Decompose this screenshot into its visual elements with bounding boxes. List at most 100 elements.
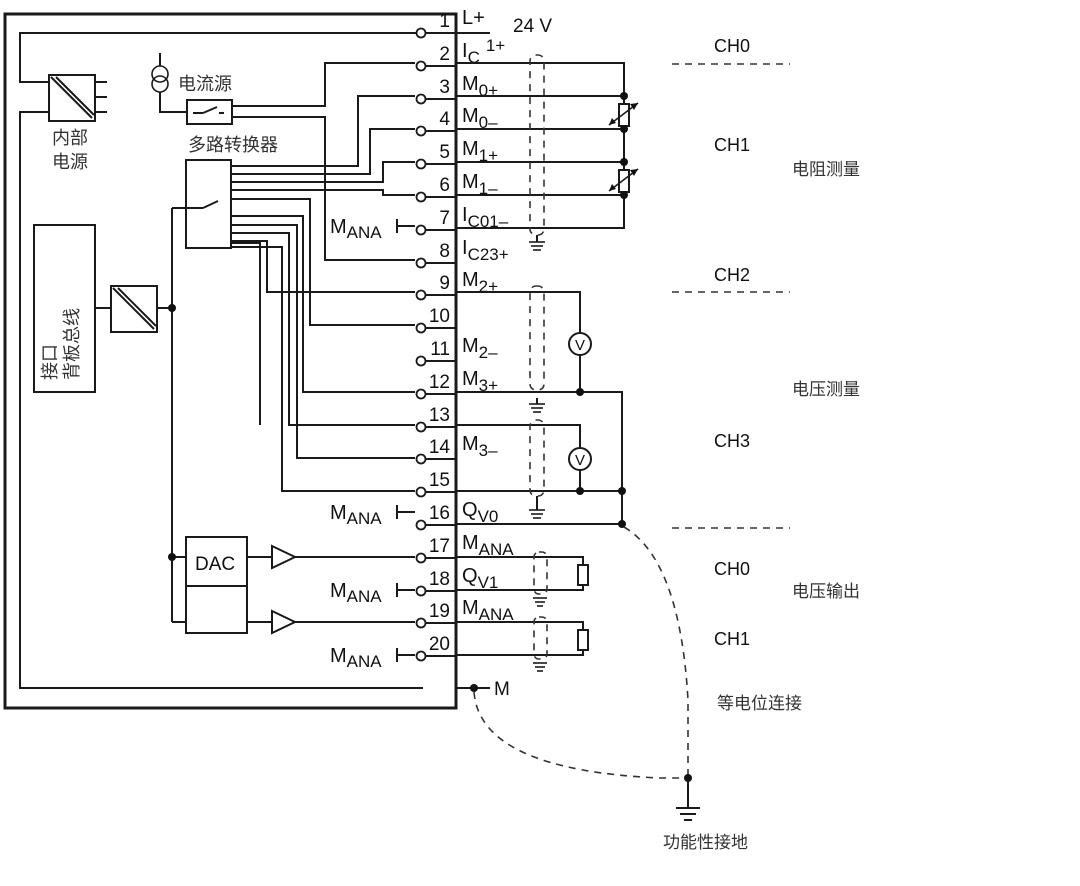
terminal-screw-16 xyxy=(415,519,427,531)
ground-icon xyxy=(533,597,547,607)
terminal-number: 11 xyxy=(430,339,450,360)
terminal-screw-17 xyxy=(415,552,427,564)
terminal-signal-label: M3– xyxy=(462,433,498,460)
terminal-number: 1 xyxy=(439,11,450,32)
terminal-screw-5 xyxy=(415,158,427,170)
mux-switch-icon xyxy=(202,200,219,209)
mana-label-15: MANA xyxy=(330,502,382,528)
terminal-screw-20 xyxy=(415,650,427,662)
terminal-screw-2 xyxy=(415,60,427,72)
terminal-screw-1 xyxy=(415,27,427,39)
current-source-label: 电流源 xyxy=(178,74,232,95)
channel-label-volt-ch3: CH3 xyxy=(714,431,750,451)
terminal-screw-12 xyxy=(415,388,427,400)
terminal-screw-18 xyxy=(415,585,427,597)
resistance-measurement-wiring: 24 V xyxy=(456,16,639,251)
terminal-number: 4 xyxy=(439,109,450,130)
terminal-signal-label: M0– xyxy=(462,105,498,132)
terminal-number: 9 xyxy=(439,273,450,294)
terminal-screw-7 xyxy=(415,224,427,236)
supply-voltage-label: 24 V xyxy=(513,16,552,37)
shielded-cable-icon xyxy=(529,285,545,391)
terminal-11: 11 M2– xyxy=(415,335,498,367)
terminal-number: 2 xyxy=(439,44,450,65)
terminal-signal-label: QV1 xyxy=(462,565,498,592)
terminal-number: 18 xyxy=(429,569,450,590)
group-label-voltage-output: 电压输出 xyxy=(792,582,860,602)
terminal-number: 3 xyxy=(439,77,450,98)
mana-stubs xyxy=(396,219,415,662)
shielded-cable-icon xyxy=(533,551,548,595)
functional-earth-label: 功能性接地 xyxy=(663,833,748,853)
terminal-screw-8 xyxy=(415,257,427,269)
terminal-signal-label: M2– xyxy=(462,335,498,362)
terminal-number: 14 xyxy=(429,437,451,458)
equipotential-dashed xyxy=(623,526,689,778)
equipotential-label: 等电位连接 xyxy=(717,694,802,714)
terminal-number: 10 xyxy=(429,306,450,327)
terminal-signal-label: L+ xyxy=(462,7,485,29)
terminal-screw-14 xyxy=(415,453,427,465)
terminal-screw-15 xyxy=(415,486,427,498)
ground-icon xyxy=(529,496,545,519)
potentiometer-icon xyxy=(618,169,630,193)
multiplexer: 多路转换器 xyxy=(171,95,415,622)
terminal-20: 20 xyxy=(415,634,456,662)
terminal-number: 13 xyxy=(429,405,450,426)
shielded-cable-icon xyxy=(533,616,548,660)
channel-label-out-ch0: CH0 xyxy=(714,559,750,579)
shielded-cable-icon xyxy=(529,419,545,497)
dac-label: DAC xyxy=(195,554,235,575)
voltage-measurement-wiring: V V xyxy=(456,285,626,528)
mana-label-17: MANA xyxy=(330,580,382,606)
backplane-label-2: 接口 xyxy=(40,344,61,380)
terminal-number: 15 xyxy=(429,470,450,491)
terminal-screw-9 xyxy=(415,289,427,301)
ground-m-label: M xyxy=(494,679,510,700)
terminal-signal-label: M1– xyxy=(462,171,498,198)
terminal-screw-6 xyxy=(415,191,427,203)
terminal-number: 12 xyxy=(429,372,450,393)
potentiometer-icon xyxy=(618,103,630,127)
terminal-15: 15 xyxy=(415,470,456,498)
terminal-4: 4 M0– xyxy=(415,105,498,137)
channel-labels: CH0 CH1 电阻测量 CH2 电压测量 CH3 CH0 电压输出 CH1 xyxy=(672,36,860,649)
terminal-16: 16 QV0 xyxy=(415,499,498,531)
dac-block: DAC xyxy=(168,536,415,635)
ground-icon xyxy=(529,235,545,251)
terminal-14: 14 M3– xyxy=(415,433,498,465)
terminal-number: 16 xyxy=(429,503,450,524)
terminal-number: 6 xyxy=(439,175,450,196)
terminal-number: 8 xyxy=(439,241,450,262)
channel-label-out-ch1: CH1 xyxy=(714,629,750,649)
internal-power-supply: 内部 电源 xyxy=(19,32,423,689)
ground-icon xyxy=(533,662,547,672)
multiplexer-box xyxy=(185,159,232,249)
terminal-signal-label: IC23+ xyxy=(462,237,509,264)
terminal-10: 10 xyxy=(415,306,456,334)
terminal-number: 5 xyxy=(439,142,450,163)
amplifier-icon xyxy=(271,544,298,570)
terminal-screw-13 xyxy=(415,421,427,433)
terminal-18: 18 QV1 xyxy=(415,565,498,597)
channel-label-res-ch0: CH0 xyxy=(714,36,750,56)
terminal-number: 19 xyxy=(429,601,450,622)
backplane-bus-interface: 背板总线 接口 xyxy=(33,224,176,393)
terminal-8: 8 IC23+ xyxy=(415,237,509,269)
current-source: 电流源 xyxy=(151,53,415,261)
terminal-signal-label: QV0 xyxy=(462,499,498,526)
channel-label-res-ch1: CH1 xyxy=(714,135,750,155)
terminal-screw-19 xyxy=(415,617,427,629)
terminal-number: 17 xyxy=(429,536,450,557)
ground-icon xyxy=(676,807,700,821)
internal-power-label-1: 内部 xyxy=(52,128,88,149)
terminal-screw-3 xyxy=(415,93,427,105)
amplifier-icon xyxy=(271,609,298,635)
terminal-13: 13 xyxy=(415,405,456,433)
terminal-screw-4 xyxy=(415,125,427,137)
